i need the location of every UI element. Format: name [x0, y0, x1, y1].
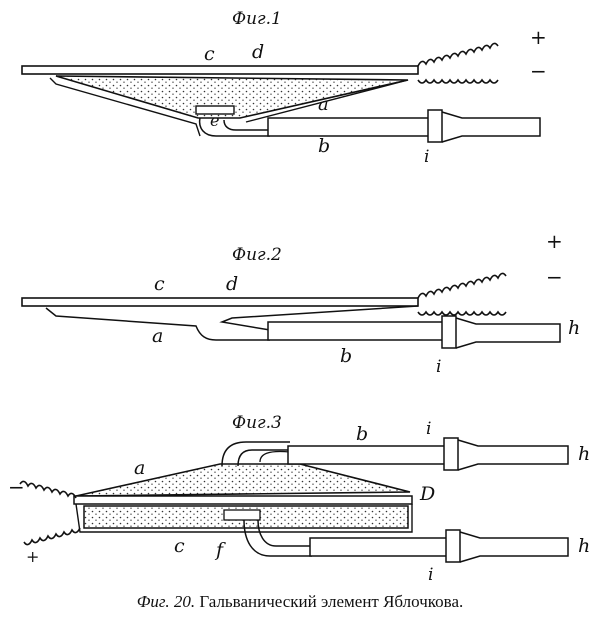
- pipe-b: [287, 445, 449, 465]
- label-f: f: [214, 539, 226, 561]
- label-d: d: [226, 273, 238, 295]
- caption-lead: Фиг. 20.: [136, 592, 196, 611]
- plate-cd: [21, 65, 419, 75]
- figure-3-title: Фиг.3: [232, 413, 282, 433]
- figure-2-title: Фиг.2: [232, 245, 282, 265]
- vessel-a: [45, 305, 419, 341]
- connector-flare-lower: [459, 531, 569, 563]
- label-a: a: [318, 94, 329, 115]
- label-c: c: [204, 43, 215, 65]
- label-a: a: [134, 457, 145, 479]
- wire-plus: [417, 42, 499, 67]
- label-d: d: [252, 41, 264, 63]
- label-plus: +: [530, 25, 547, 49]
- connector-i-upper: [443, 437, 459, 471]
- connector-flare-upper: [457, 439, 569, 471]
- tube-curve: [198, 117, 270, 137]
- tray-c-outer: [75, 503, 413, 533]
- pipe-b: [267, 117, 433, 137]
- pipe-b: [267, 321, 447, 341]
- vessel-a: [55, 75, 409, 119]
- label-h-lower: h: [578, 535, 590, 557]
- label-b: b: [340, 345, 352, 367]
- connector-i: [441, 315, 457, 349]
- label-minus: −: [8, 475, 25, 499]
- label-i: i: [424, 147, 429, 167]
- figure-1: Фиг.1 c d a e b i + −: [21, 9, 547, 167]
- figure-1-title: Фиг.1: [232, 9, 282, 29]
- figure-caption: Фиг. 20. Гальванический элемент Яблочков…: [0, 592, 600, 612]
- label-h: h: [568, 317, 580, 339]
- pipe-lower: [309, 537, 451, 557]
- plate-cd: [21, 297, 419, 307]
- contact-e: [195, 105, 235, 115]
- connector-flare: [441, 111, 541, 143]
- label-D: D: [419, 483, 435, 505]
- figure-3: Фиг.3 b i h a D c f h i − +: [8, 413, 590, 585]
- lower-tube: [243, 519, 312, 557]
- wire-plus: [417, 272, 507, 299]
- label-h-upper: h: [578, 443, 590, 465]
- label-b: b: [356, 423, 368, 445]
- label-plus: +: [546, 229, 563, 253]
- label-i-upper: i: [426, 419, 431, 439]
- figure-2: Фиг.2 c d a b i h + −: [21, 229, 580, 377]
- plate-D: [73, 495, 413, 505]
- upper-tube: [221, 441, 290, 467]
- label-c: c: [154, 273, 165, 295]
- vessel-a-outer: [49, 77, 409, 137]
- label-e: e: [210, 111, 219, 130]
- contact-f: [223, 509, 261, 521]
- label-a: a: [152, 325, 163, 347]
- connector-flare: [455, 317, 561, 349]
- label-minus: −: [530, 59, 547, 83]
- caption-text: Гальванический элемент Яблочкова.: [199, 592, 464, 611]
- vessel-a: [75, 463, 411, 497]
- wire-minus: [417, 310, 507, 316]
- label-c: c: [174, 535, 185, 557]
- label-plus: +: [26, 547, 39, 566]
- wire-plus: [23, 527, 81, 546]
- wire-minus: [417, 78, 499, 84]
- label-i-lower: i: [428, 565, 433, 585]
- label-minus: −: [546, 265, 563, 289]
- label-i: i: [436, 357, 441, 377]
- label-b: b: [318, 135, 330, 157]
- wire-minus: [19, 480, 77, 499]
- connector-i-lower: [445, 529, 461, 563]
- connector-i: [427, 109, 443, 143]
- upper-inner: [259, 450, 291, 463]
